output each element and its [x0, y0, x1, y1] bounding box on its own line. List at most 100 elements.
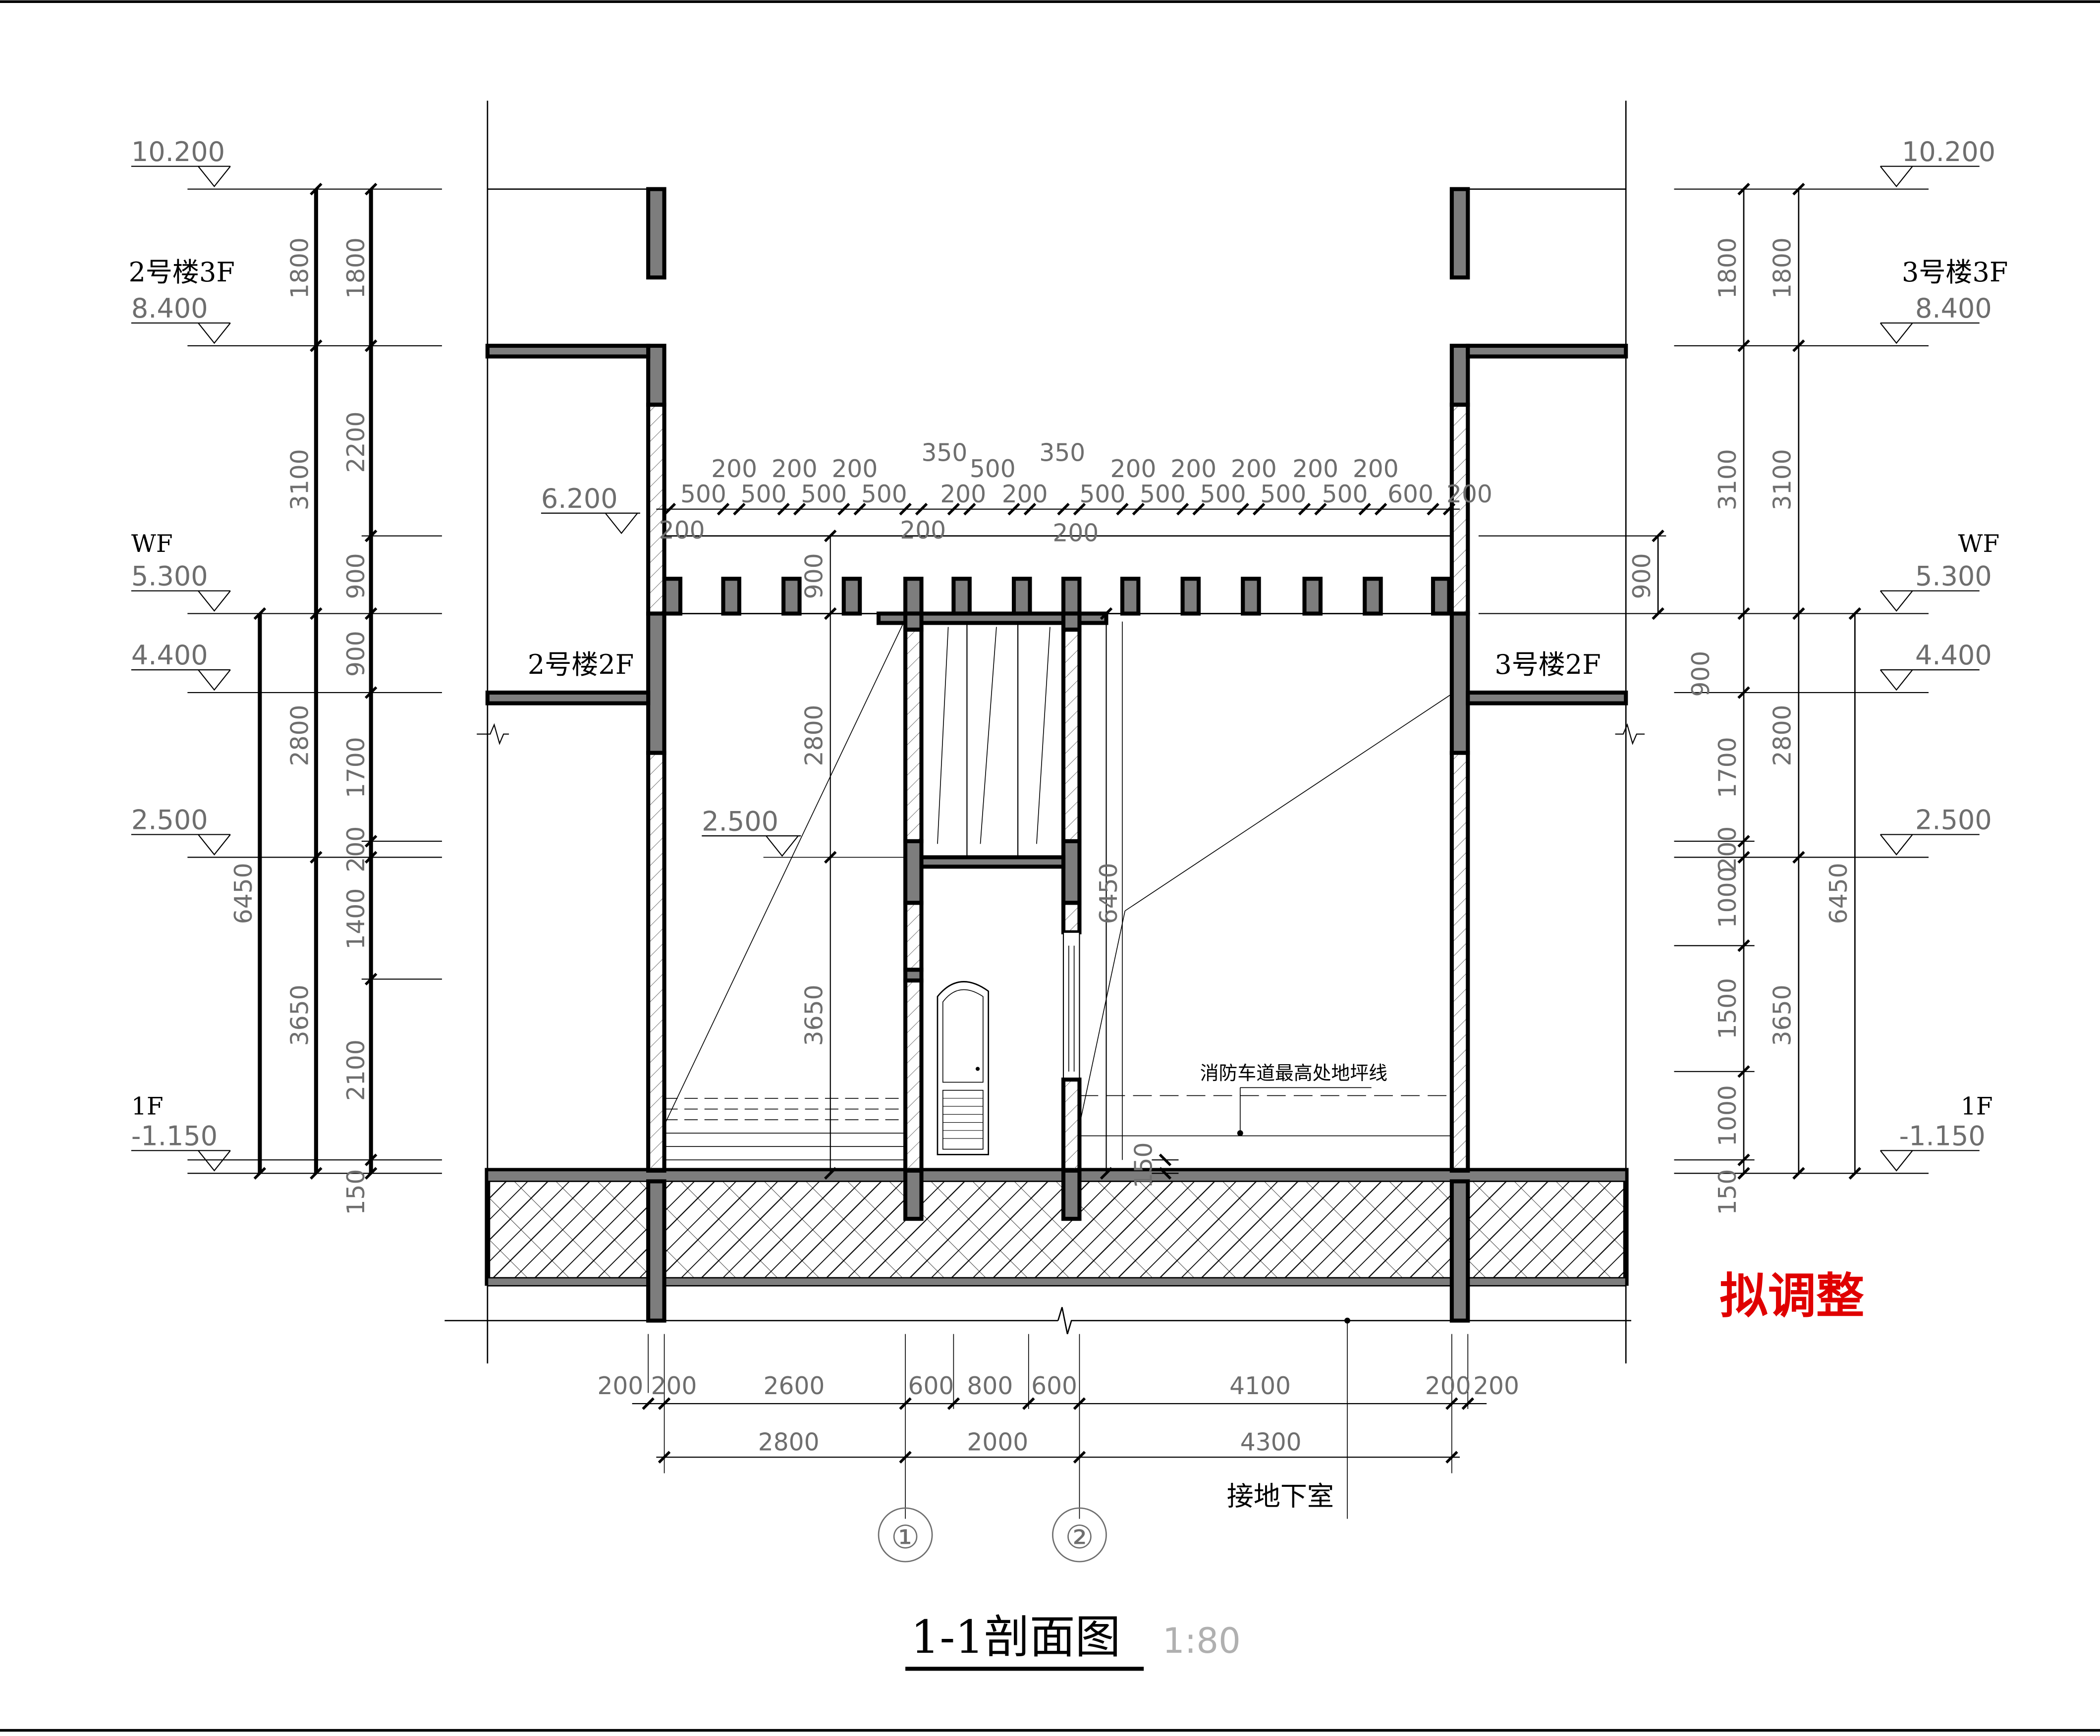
bottom-dimension-lines: [632, 1317, 1487, 1519]
left-level-2500: 2.500: [131, 805, 208, 836]
svg-text:500: 500: [680, 481, 726, 508]
svg-text:900: 900: [1628, 553, 1656, 599]
svg-text:2800: 2800: [286, 705, 314, 766]
svg-text:500: 500: [741, 481, 787, 508]
svg-text:1800: 1800: [342, 237, 370, 299]
svg-text:200: 200: [1446, 481, 1492, 508]
left-level-8400: 8.400: [131, 293, 208, 324]
svg-text:200: 200: [1473, 1372, 1519, 1400]
right-floor-3f-label: 3号楼3F: [1902, 257, 2008, 288]
fire-lane-note: 消防车道最高处地坪线: [1200, 1062, 1387, 1084]
svg-text:500: 500: [861, 481, 907, 508]
drawing-scale: 1:80: [1162, 1621, 1241, 1661]
svg-text:2800: 2800: [1769, 705, 1797, 766]
svg-text:350: 350: [1039, 439, 1085, 467]
svg-text:200: 200: [659, 517, 705, 544]
svg-text:200: 200: [1353, 455, 1399, 483]
svg-text:200: 200: [1425, 1372, 1471, 1400]
svg-text:1700: 1700: [1714, 737, 1742, 798]
right-break-mark: [1615, 723, 1645, 745]
right-building-wall: [1449, 187, 1628, 1323]
left-level-5300: 5.300: [131, 561, 208, 592]
svg-text:600: 600: [1031, 1372, 1077, 1400]
axis-label-2: ②: [1065, 1519, 1094, 1556]
right-level-2500: 2.500: [1915, 805, 1992, 836]
svg-text:500: 500: [1200, 481, 1246, 508]
svg-text:200: 200: [651, 1372, 697, 1400]
svg-text:200: 200: [772, 455, 818, 483]
right-level-10200: 10.200: [1902, 136, 1995, 167]
svg-text:200: 200: [1292, 455, 1338, 483]
svg-text:200: 200: [831, 455, 878, 483]
left-building-wall: [485, 187, 666, 1323]
svg-text:6450: 6450: [230, 863, 258, 924]
svg-text:150: 150: [342, 1169, 370, 1215]
svg-text:4300: 4300: [1240, 1429, 1302, 1457]
pergola-dim-texts: 200 200 200 350 500 350 200 200 200 200 …: [659, 439, 1492, 547]
svg-text:1800: 1800: [286, 237, 314, 299]
svg-text:2000: 2000: [967, 1429, 1028, 1457]
svg-text:3650: 3650: [801, 984, 829, 1046]
left-floor-3f-label: 2号楼3F: [128, 257, 234, 288]
left-level-markers: [131, 165, 231, 1172]
svg-text:6450: 6450: [1825, 863, 1853, 924]
right-level-5300: 5.300: [1915, 561, 1992, 592]
svg-text:900: 900: [342, 553, 370, 599]
svg-text:3650: 3650: [1769, 984, 1797, 1046]
svg-text:900: 900: [342, 631, 370, 677]
drawing-title: 1-1剖面图: [911, 1611, 1121, 1664]
left-break-mark: [477, 723, 509, 745]
svg-text:2800: 2800: [758, 1429, 820, 1457]
stair-core: [663, 611, 1452, 1221]
center-level-6200: 6.200: [541, 483, 618, 514]
right-level-4400: 4.400: [1915, 640, 1992, 671]
right-level-markers: [1879, 165, 1980, 1172]
svg-text:1800: 1800: [1769, 237, 1797, 299]
svg-text:3650: 3650: [286, 984, 314, 1046]
svg-text:500: 500: [970, 455, 1016, 483]
svg-text:150: 150: [1714, 1169, 1742, 1215]
right-level-8400: 8.400: [1915, 293, 1992, 324]
svg-text:200: 200: [711, 455, 757, 483]
svg-text:2800: 2800: [801, 705, 829, 766]
bottom-dim-texts: 200 200 2600 600 800 600 4100 200 200 28…: [597, 1372, 1519, 1457]
svg-text:1700: 1700: [342, 737, 370, 798]
center-dim-texts: 900 2800 3650 6450 150: [801, 553, 1158, 1188]
right-wf-label: WF: [1958, 530, 2000, 558]
svg-text:500: 500: [1260, 481, 1306, 508]
svg-text:150: 150: [1130, 1142, 1158, 1189]
svg-text:200: 200: [1052, 520, 1099, 547]
center-level-2500: 2.500: [702, 806, 778, 837]
axis-bubble-1: [878, 1507, 933, 1563]
svg-text:3100: 3100: [1714, 449, 1742, 510]
center-level-markers: [541, 512, 1179, 1180]
svg-text:200: 200: [1170, 455, 1216, 483]
right-1f-label: 1F: [1961, 1092, 1993, 1120]
svg-text:3100: 3100: [286, 449, 314, 510]
svg-text:200: 200: [1002, 481, 1048, 508]
svg-text:500: 500: [801, 481, 847, 508]
svg-text:200: 200: [1110, 455, 1157, 483]
svg-text:3100: 3100: [1769, 449, 1797, 510]
svg-text:1000: 1000: [1714, 1085, 1742, 1146]
left-dim-texts: 1800 2200 900 900 1700 200 1400 2100 150…: [230, 237, 370, 1215]
left-wf-label: WF: [131, 530, 173, 558]
svg-text:500: 500: [1079, 481, 1125, 508]
svg-text:900: 900: [1687, 651, 1715, 697]
svg-text:200: 200: [597, 1372, 643, 1400]
svg-text:200: 200: [342, 826, 370, 872]
svg-text:200: 200: [1714, 826, 1742, 872]
adjustment-stamp: 拟调整: [1719, 1268, 1864, 1324]
svg-text:1800: 1800: [1714, 237, 1742, 299]
svg-text:500: 500: [1322, 481, 1368, 508]
left-level-10200: 10.200: [131, 136, 225, 167]
right-dimension-lines: [1478, 182, 1929, 1180]
right-2f-label: 3号楼2F: [1494, 649, 1601, 680]
left-2f-label: 2号楼2F: [528, 649, 634, 680]
svg-text:1400: 1400: [342, 888, 370, 950]
left-1f-label: 1F: [131, 1092, 164, 1120]
svg-text:200: 200: [1231, 455, 1277, 483]
svg-text:6450: 6450: [1095, 863, 1123, 924]
left-dimension-lines: [187, 182, 442, 1180]
